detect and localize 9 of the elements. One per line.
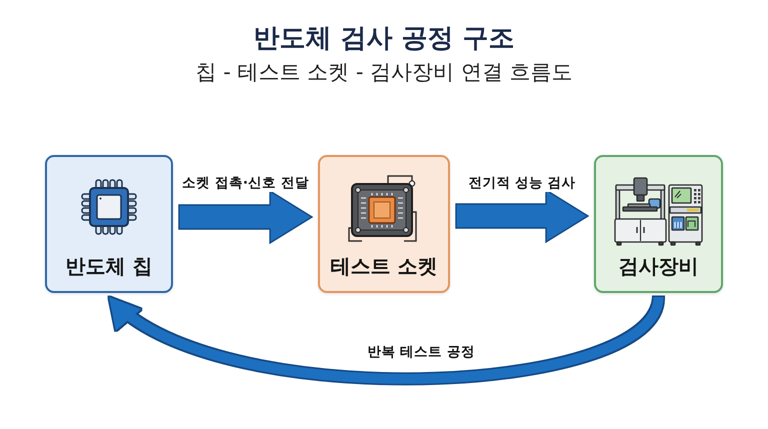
process-box (45, 155, 173, 293)
subtitle: 칩 - 테스트 소켓 - 검사장비 연결 흐름도 (196, 59, 572, 86)
node-label: 테스트 소켓 (330, 253, 438, 280)
node-label: 검사장비 (618, 253, 698, 280)
block-arrow (178, 190, 314, 244)
process-box (594, 155, 723, 293)
process-box (318, 155, 450, 293)
title: 반도체 검사 공정 구조 (253, 22, 515, 56)
node-label: 반도체 칩 (66, 253, 152, 280)
